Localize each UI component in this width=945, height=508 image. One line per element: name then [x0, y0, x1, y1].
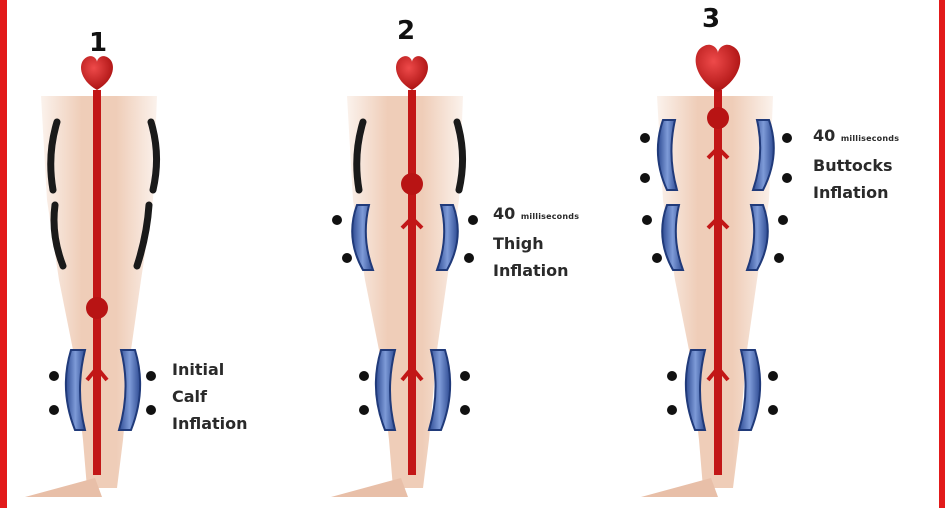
attachment-dot	[768, 405, 778, 415]
attachment-dot	[667, 405, 677, 415]
step-number-1: 1	[89, 28, 107, 58]
foot-shadow	[331, 478, 408, 497]
foot-shadow	[25, 478, 102, 497]
label-line: Inflation	[493, 257, 579, 284]
attachment-dot	[460, 405, 470, 415]
panel-3	[640, 45, 792, 497]
attachment-dot	[768, 371, 778, 381]
label-line: Initial	[172, 356, 248, 383]
attachment-dot	[359, 405, 369, 415]
label-line: Thigh	[493, 230, 579, 257]
calf-inflation-label: Initial Calf Inflation	[172, 356, 248, 437]
attachment-dot	[464, 253, 474, 263]
step-number-2: 2	[397, 16, 415, 46]
attachment-dot	[652, 253, 662, 263]
label-line: Buttocks	[813, 152, 899, 179]
attachment-dot	[342, 253, 352, 263]
buttocks-inflation-label: 40 milliseconds Buttocks Inflation	[813, 122, 899, 206]
attachment-dot	[49, 371, 59, 381]
foot-shadow	[641, 478, 718, 497]
leg-outline	[347, 96, 463, 488]
panel-2	[331, 56, 478, 497]
attachment-dot	[640, 173, 650, 183]
attachment-dot	[642, 215, 652, 225]
attachment-dot	[49, 405, 59, 415]
label-line: Inflation	[813, 179, 899, 206]
heart-icon	[696, 45, 741, 92]
delay-line: 40 milliseconds	[813, 122, 899, 152]
attachment-dot	[332, 215, 342, 225]
label-line: Calf	[172, 383, 248, 410]
attachment-dot	[667, 371, 677, 381]
attachment-dot	[146, 405, 156, 415]
attachment-dot	[468, 215, 478, 225]
panel-1	[25, 56, 157, 497]
thigh-inflation-label: 40 milliseconds Thigh Inflation	[493, 200, 579, 284]
artery-node	[401, 173, 423, 195]
artery-node	[86, 297, 108, 319]
artery	[93, 90, 101, 475]
attachment-dot	[460, 371, 470, 381]
delay-line: 40 milliseconds	[493, 200, 579, 230]
attachment-dot	[778, 215, 788, 225]
heart-icon	[81, 56, 113, 90]
step-number-3: 3	[702, 4, 720, 34]
label-line: Inflation	[172, 410, 248, 437]
delay-unit: milliseconds	[521, 212, 579, 221]
artery-node	[707, 107, 729, 129]
attachment-dot	[359, 371, 369, 381]
attachment-dot	[774, 253, 784, 263]
attachment-dot	[146, 371, 156, 381]
attachment-dot	[782, 173, 792, 183]
artery	[408, 90, 416, 475]
attachment-dot	[640, 133, 650, 143]
attachment-dot	[782, 133, 792, 143]
leg-compression-diagram	[7, 0, 939, 508]
heart-icon	[396, 56, 428, 90]
delay-value: 40	[813, 126, 835, 145]
delay-value: 40	[493, 204, 515, 223]
artery	[714, 90, 722, 475]
delay-unit: milliseconds	[841, 134, 899, 143]
